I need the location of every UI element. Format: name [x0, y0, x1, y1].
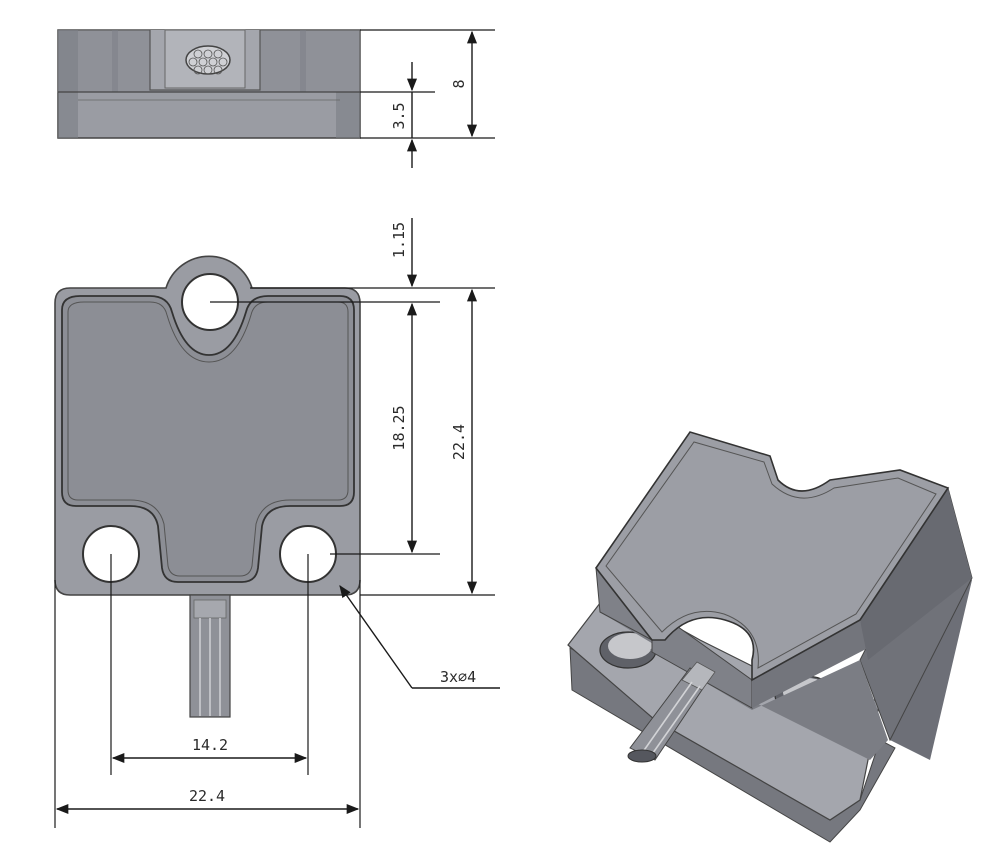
side-dimensions: 8 3.5 — [360, 29, 495, 168]
dim-body-height: 22.4 — [450, 424, 468, 460]
dim-hole-spacing-horizontal: 14.2 — [192, 736, 228, 754]
top-view — [54, 255, 361, 718]
side-view — [57, 29, 361, 139]
isometric-view — [567, 431, 973, 843]
dim-hole-spacing-vertical: 18.25 — [390, 405, 408, 450]
dim-body-width: 22.4 — [189, 787, 225, 805]
dim-hole-offset: 1.15 — [390, 222, 408, 258]
top-dimensions: 1.15 18.25 22.4 3x⌀4 14.2 22.4 — [54, 218, 500, 828]
dim-hole-spec: 3x⌀4 — [440, 668, 476, 686]
dim-side-offset: 3.5 — [390, 102, 408, 129]
dim-side-height: 8 — [450, 79, 468, 88]
